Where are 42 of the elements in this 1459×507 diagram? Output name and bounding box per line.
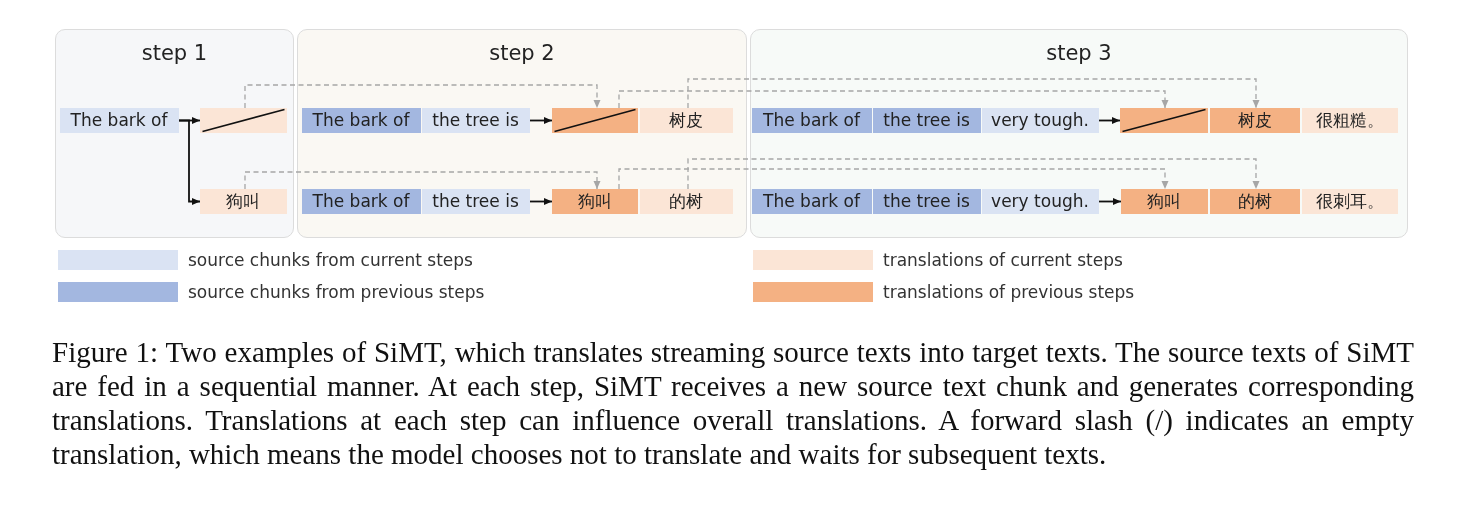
dashed-arrow	[618, 168, 1169, 190]
step-title: step 1	[141, 40, 208, 66]
translation-chunk: 很刺耳。	[1301, 188, 1398, 214]
step-title: step 2	[489, 40, 555, 66]
source-chunk: The bark of	[301, 188, 421, 214]
legend-text: source chunks from current steps	[188, 250, 473, 270]
step-panel	[297, 29, 747, 238]
arrow	[529, 198, 553, 205]
legend-text: translations of previous steps	[883, 282, 1135, 302]
translation-chunk: 树皮	[1209, 107, 1300, 133]
arrow	[1098, 117, 1121, 124]
translation-chunk: 狗叫	[551, 188, 638, 214]
arrow	[529, 117, 553, 124]
legend-text: translations of current steps	[883, 250, 1123, 270]
source-chunk: the tree is	[872, 107, 981, 133]
step-title: step 3	[1046, 40, 1112, 66]
source-chunk: The bark of	[301, 107, 421, 133]
dashed-arrow	[687, 158, 1260, 190]
figure-caption: Figure 1: Two examples of SiMT, which translates streaming source texts into target texts. The source texts of SiMT are fed in a sequential manner. At each step, SiMT receives a new source text chunk and generates corresponding translations. Translations at each step can influence overall translations. A forward slash (/) indicates an empty translation, which means the model chooses not to translate and waits for subsequent texts.	[52, 335, 1414, 471]
dashed-arrow	[618, 90, 1169, 109]
translation-chunk: 的树	[639, 188, 733, 214]
source-chunk: the tree is	[421, 107, 530, 133]
legend-text: source chunks from previous steps	[188, 282, 485, 302]
translation-chunk: 树皮	[639, 107, 733, 133]
source-chunk: The bark of	[59, 107, 179, 133]
dashed-arrow	[687, 78, 1260, 109]
translation-chunk: 的树	[1209, 188, 1300, 214]
arrow	[178, 119, 201, 205]
dashed-arrow	[244, 84, 601, 109]
arrow	[1098, 198, 1122, 205]
source-chunk: The bark of	[751, 188, 872, 214]
translation-chunk: 狗叫	[1120, 188, 1208, 214]
dashed-arrow	[244, 171, 601, 190]
source-chunk: The bark of	[751, 107, 872, 133]
source-chunk: the tree is	[421, 188, 530, 214]
source-chunk: very tough.	[981, 107, 1099, 133]
step-panel	[55, 29, 294, 238]
translation-chunk: 狗叫	[199, 188, 287, 214]
translation-chunk: 很粗糙。	[1301, 107, 1398, 133]
source-chunk: the tree is	[872, 188, 981, 214]
step-panel	[750, 29, 1408, 238]
source-chunk: very tough.	[981, 188, 1099, 214]
